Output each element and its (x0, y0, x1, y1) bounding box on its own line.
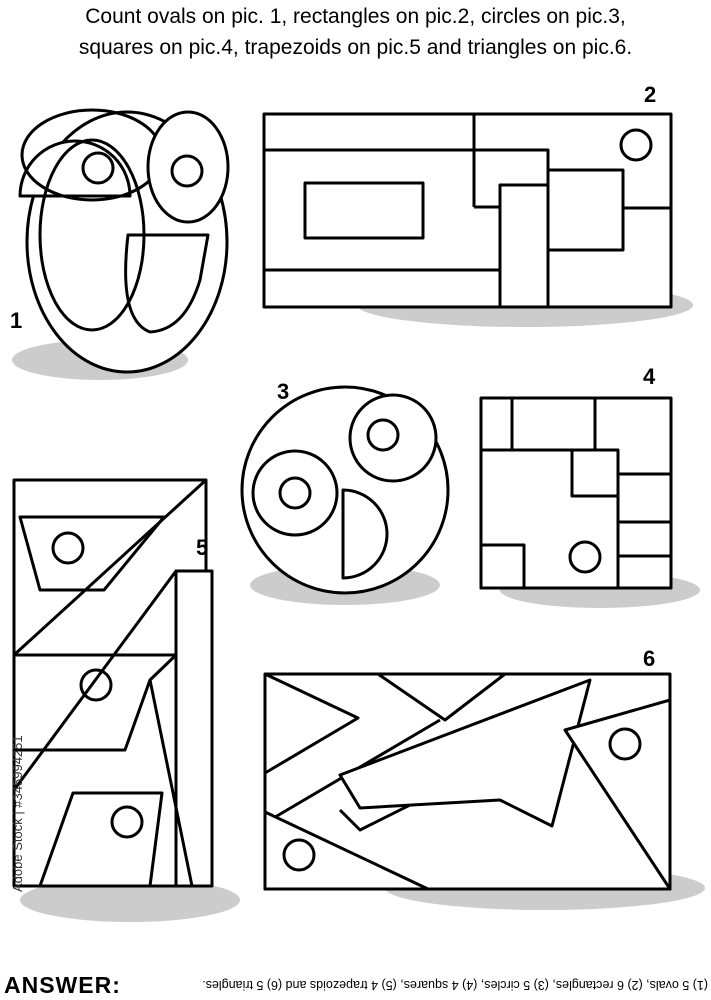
picture-number-1: 1 (10, 308, 23, 333)
picture-3 (240, 385, 450, 595)
triangle-left-top (264, 672, 360, 775)
small-square (570, 448, 620, 498)
tall-rectangle (498, 183, 550, 309)
circle-in-square (568, 540, 602, 574)
small-rectangle (303, 181, 425, 240)
oval-inner (38, 138, 146, 332)
circle-trap-bottom (110, 805, 144, 839)
answer-label: ANSWER: (4, 972, 121, 998)
circle-right-inner (366, 418, 400, 452)
picture-number-5: 5 (196, 535, 209, 560)
stock-credit: Adobe Stock | #345994251 (8, 735, 28, 892)
picture-1 (18, 108, 230, 374)
picture-6 (263, 672, 672, 891)
eye-right-circle (170, 154, 204, 188)
circle-trap-middle (79, 668, 113, 702)
title-line-2: squares on pic.4, trapezoids on pic.5 an… (78, 36, 633, 59)
slanted-line (12, 570, 178, 791)
circle-trap-top (51, 531, 85, 565)
stock-credit-text: Adobe Stock | #345994251 (10, 735, 25, 892)
divider-line (377, 672, 506, 722)
square-shape (546, 168, 625, 252)
picture-number-2: 2 (644, 82, 657, 107)
crescent-shape (124, 233, 210, 334)
picture-5 (12, 478, 214, 888)
picture-number-4: 4 (643, 364, 656, 389)
picture-number-6: 6 (643, 646, 656, 671)
answer-text-upside-down: (1) 5 ovals, (2) 6 rectangles, (3) 5 cir… (202, 978, 708, 992)
triangle-right (563, 698, 672, 891)
square-bottom-left (479, 543, 526, 590)
picture-4 (479, 396, 673, 590)
picture-number-3: 3 (277, 379, 290, 404)
picture-2 (262, 112, 673, 309)
circle-triangle-left (282, 838, 316, 872)
long-triangle (338, 678, 592, 828)
title-line-1: Count ovals on pic. 1, rectangles on pic… (85, 5, 626, 28)
shadow-pic-5 (20, 878, 240, 922)
circle-triangle-right (608, 727, 642, 761)
trapezoid-top (18, 515, 166, 592)
diagonal-band (12, 478, 208, 657)
circle-left-inner (278, 476, 312, 510)
circle-top-right (619, 128, 653, 162)
slanted-line (148, 679, 194, 887)
eye-left-circle (81, 151, 115, 185)
trapezoid-middle (12, 653, 178, 752)
half-disc-mouth (341, 488, 389, 580)
